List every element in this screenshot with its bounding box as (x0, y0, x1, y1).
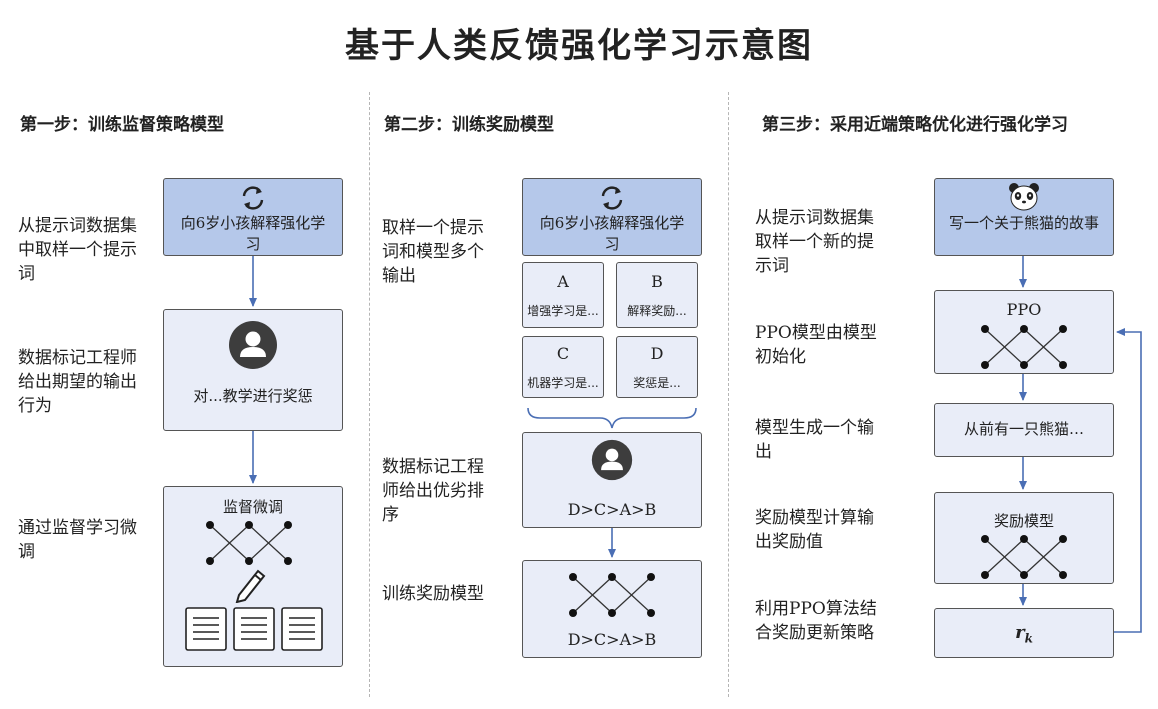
col2-prompt-box: 向6岁小孩解释强化学习 (522, 178, 702, 256)
column-divider-1 (369, 92, 370, 697)
output-letter: C (556, 344, 570, 363)
column-divider-2 (728, 92, 729, 697)
col2-label-2: 数据标记工程师给出优劣排序 (382, 457, 484, 525)
col3-label-4: 奖励模型计算输出奖励值 (755, 508, 874, 552)
reward-symbol-main: r (1015, 622, 1025, 643)
network-icon (981, 325, 1067, 369)
col1-sft-label: 监督微调 (222, 498, 283, 516)
col3-reward-model-box: 奖励模型 (934, 492, 1114, 584)
step1-heading: 第一步：训练监督策略模型 (20, 115, 224, 135)
col3-ppo-box: PPO (934, 290, 1114, 374)
col1-answer-box: 对...教学进行奖惩 (163, 309, 343, 431)
col3-label-1: 从提示词数据集取样一个新的提示词 (755, 208, 874, 276)
pencil-icon (235, 569, 266, 603)
page-title: 基于人类反馈强化学习示意图 (345, 26, 813, 66)
col3-rm-label: 奖励模型 (993, 512, 1054, 530)
documents-icon (185, 607, 323, 651)
output-card-a: A 增强学习是... (522, 262, 604, 328)
arrow-feedback-loop (1114, 328, 1142, 633)
network-icon (569, 573, 655, 617)
refresh-icon (601, 186, 623, 210)
col3-output-text: 从前有一只熊猫… (963, 420, 1084, 438)
panda-icon (1009, 183, 1039, 211)
output-letter: A (557, 272, 569, 291)
col3-label-3: 模型生成一个输出 (755, 418, 874, 462)
output-letter: B (651, 272, 663, 291)
col1-label-1: 从提示词数据集中取样一个提示词 (18, 216, 137, 284)
output-card-d: D 奖惩是... (616, 336, 698, 398)
col3-prompt-box: 写一个关于熊猫的故事 (934, 178, 1114, 256)
col2-rank-box: D>C>A>B (522, 432, 702, 528)
step2-heading: 第二步：训练奖励模型 (384, 115, 554, 135)
reward-symbol: rk (935, 622, 1113, 646)
col1-prompt-box: 向6岁小孩解释强化学习 (163, 178, 343, 256)
output-text: 解释奖励... (627, 304, 687, 318)
network-icon (206, 521, 292, 565)
col2-rank-text: D>C>A>B (567, 500, 657, 519)
col2-reward-model-box: D>C>A>B (522, 560, 702, 658)
output-text: 奖惩是... (633, 376, 681, 390)
col3-reward-value-box: rk (934, 608, 1114, 658)
col1-label-3: 通过监督学习微调 (18, 518, 137, 562)
col2-label-3: 训练奖励模型 (382, 584, 484, 604)
col2-label-1: 取样一个提示词和模型多个输出 (382, 218, 484, 286)
col3-prompt-text: 写一个关于熊猫的故事 (948, 214, 1099, 232)
col1-answer-text: 对...教学进行奖惩 (193, 387, 313, 405)
col2-prompt-text: 向6岁小孩解释强化学习 (539, 214, 685, 253)
output-text: 机器学习是... (527, 376, 599, 390)
output-text: 增强学习是... (527, 304, 599, 318)
col1-label-2: 数据标记工程师给出期望的输出行为 (18, 348, 137, 416)
user-avatar-icon (229, 321, 277, 369)
col3-output-box: 从前有一只熊猫… (934, 403, 1114, 457)
output-letter: D (650, 344, 664, 363)
col3-label-5: 利用PPO算法结合奖励更新策略 (755, 599, 877, 643)
network-icon (981, 535, 1067, 579)
step3-heading: 第三步：采用近端策略优化进行强化学习 (762, 115, 1068, 135)
col3-ppo-label: PPO (1006, 300, 1042, 319)
col1-sft-box: 监督微调 (163, 486, 343, 667)
refresh-icon (242, 186, 264, 210)
col1-prompt-text: 向6岁小孩解释强化学习 (180, 214, 326, 253)
col3-label-2: PPO模型由模型初始化 (755, 323, 877, 367)
output-card-b: B 解释奖励... (616, 262, 698, 328)
user-avatar-icon (591, 439, 633, 481)
col2-rank-text-2: D>C>A>B (567, 630, 657, 649)
output-card-c: C 机器学习是... (522, 336, 604, 398)
reward-symbol-sub: k (1024, 631, 1033, 646)
